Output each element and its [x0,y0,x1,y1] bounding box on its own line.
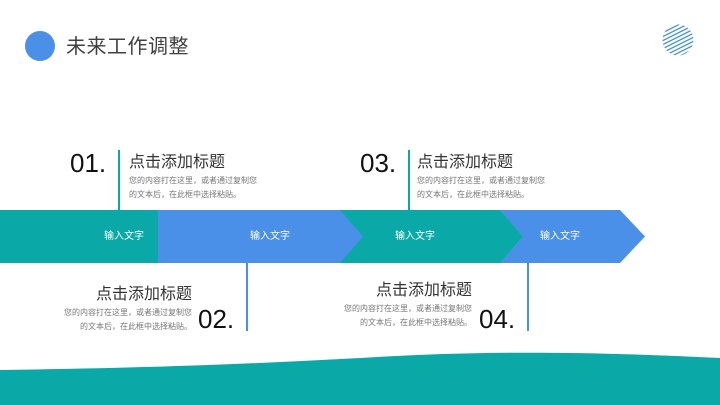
arrow-label-2: 输入文字 [250,231,290,242]
process-arrow-band [0,210,645,263]
arrow-label-1: 输入文字 [104,231,144,242]
hatched-circle-icon [662,24,694,56]
step-desc-2-line2[interactable]: 的文本后，在此框中选择粘贴。 [80,322,192,331]
connector-line-4 [527,263,529,331]
step-desc-4-line1[interactable]: 您的内容打在这里，或者通过复制您 [344,304,472,313]
arrow-segment-1[interactable] [0,210,180,263]
step-number-1: 01. [70,148,107,178]
step-desc-1-line2[interactable]: 的文本后，在此框中选择粘贴。 [129,190,241,199]
arrow-segment-3[interactable] [330,210,523,263]
step-title-1[interactable]: 点击添加标题 [129,152,226,171]
bottom-wave-decoration [0,352,720,405]
step-title-2[interactable]: 点击添加标题 [95,284,192,303]
arrow-label-3: 输入文字 [395,231,435,242]
step-desc-3-line1[interactable]: 您的内容打在这里，或者通过复制您 [417,176,545,185]
step-number-3: 03. [360,148,397,178]
connector-line-3 [408,150,410,210]
connector-line-1 [118,150,120,210]
step-number-2: 02. [198,304,235,334]
step-desc-2-line1[interactable]: 您的内容打在这里，或者通过复制您 [64,308,192,317]
arrow-segment-2[interactable] [158,210,363,263]
page-title: 未来工作调整 [66,34,189,58]
arrow-segment-4[interactable] [500,210,645,263]
connector-line-2 [246,263,248,331]
step-desc-1-line1[interactable]: 您的内容打在这里，或者通过复制您 [129,176,257,185]
step-number-4: 04. [479,304,516,334]
step-title-4[interactable]: 点击添加标题 [375,280,472,299]
step-title-3[interactable]: 点击添加标题 [417,152,514,171]
step-desc-3-line2[interactable]: 的文本后，在此框中选择粘贴。 [417,190,529,199]
arrow-label-4: 输入文字 [540,231,580,242]
step-desc-4-line2[interactable]: 的文本后，在此框中选择粘贴。 [360,318,472,327]
title-bullet-icon [25,31,55,61]
